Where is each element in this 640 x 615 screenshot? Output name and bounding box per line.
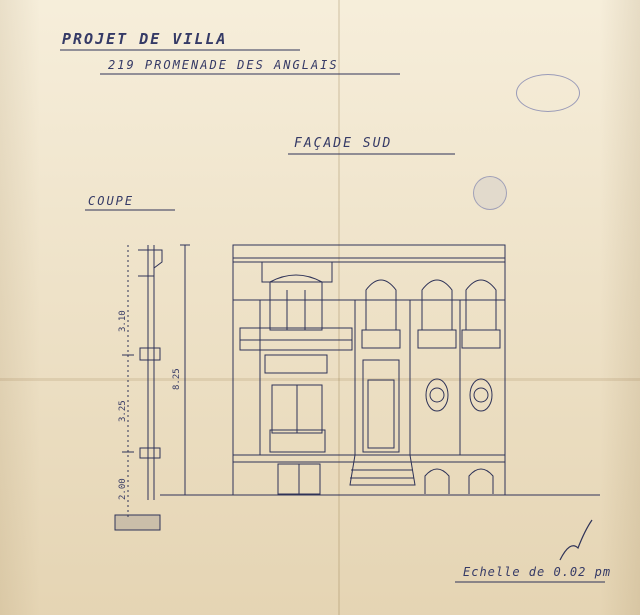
- facade-label: FAÇADE SUD: [294, 136, 393, 151]
- ink-stamp-oval: [516, 74, 580, 112]
- section-drawing: [114, 244, 190, 531]
- facade-elevation: [232, 244, 506, 496]
- signature: [559, 519, 593, 561]
- drawing-subtitle: 219 PROMENADE DES ANGLAIS: [108, 58, 339, 72]
- paper-fold-vertical: [338, 0, 340, 615]
- section-label: COUPE: [88, 194, 135, 208]
- paper-fold-horizontal: [0, 378, 640, 381]
- ink-stamp-round: [473, 176, 507, 210]
- drawing-title: PROJET DE VILLA: [62, 30, 228, 48]
- scale-note: Echelle de 0.02 pm: [463, 565, 612, 579]
